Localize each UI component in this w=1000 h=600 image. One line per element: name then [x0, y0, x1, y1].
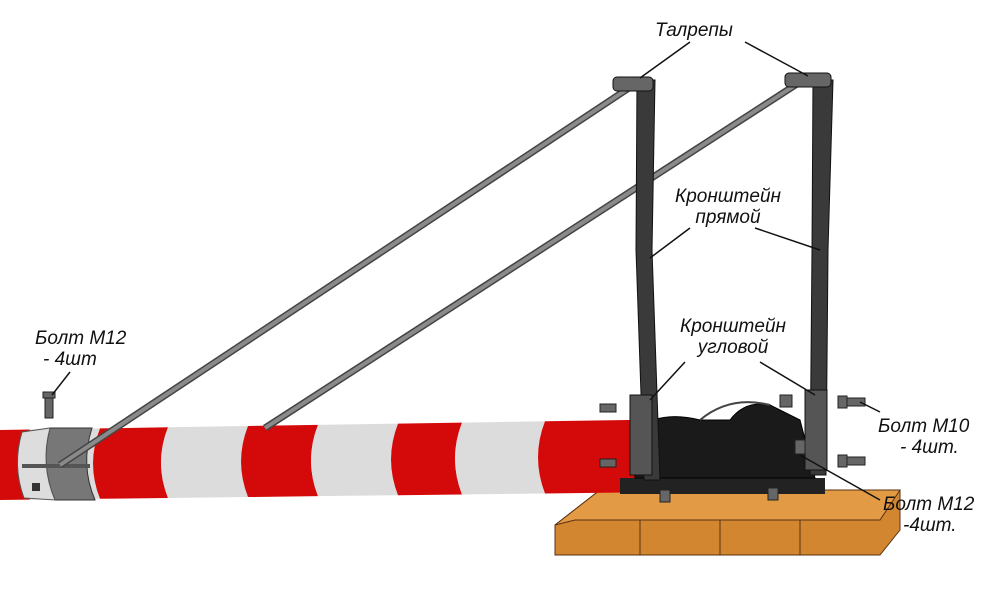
- boom-stripe-white: [161, 426, 248, 498]
- label-line: - 4шт.: [900, 437, 959, 458]
- angle-brackets: [629, 389, 828, 476]
- boom-stripe-red: [241, 424, 318, 498]
- label-line: Болт М12: [883, 494, 975, 515]
- striped-boom: [0, 419, 640, 500]
- boom-clamp: [16, 427, 96, 501]
- tension-rods: [58, 79, 802, 468]
- label-turnbuckles: Талрепы: [655, 20, 733, 41]
- label-bolt-m12-right: Болт М12 -4шт.: [883, 494, 974, 536]
- boom-stripe-red: [538, 419, 640, 494]
- wooden-base: [554, 489, 901, 556]
- boom-stripe-white: [455, 421, 545, 495]
- label-bracket-straight: Кронштейн прямой: [675, 186, 781, 228]
- label-line: Болт М10: [878, 416, 970, 437]
- label-bolt-m10: Болт М10 - 4шт.: [878, 416, 969, 458]
- leader-lines: [51, 41, 881, 501]
- boom-stripe-red: [93, 427, 168, 499]
- label-line: прямой: [695, 207, 761, 228]
- straight-brackets: [635, 79, 834, 481]
- boom-stripe-white: [311, 423, 398, 497]
- label-bolt-left: Болт М12 - 4шт: [35, 328, 126, 370]
- bolts: [42, 391, 866, 503]
- label-line: - 4шт: [43, 349, 97, 370]
- boom-stripe-red: [391, 422, 462, 496]
- label-line: -4шт.: [903, 515, 957, 536]
- label-line: Кронштейн: [675, 186, 781, 207]
- label-line: Болт М12: [35, 328, 127, 349]
- label-line: Кронштейн: [680, 316, 786, 337]
- label-bracket-angle: Кронштейн угловой: [680, 316, 786, 358]
- turnbuckles: [612, 72, 832, 92]
- label-line: угловой: [697, 337, 769, 358]
